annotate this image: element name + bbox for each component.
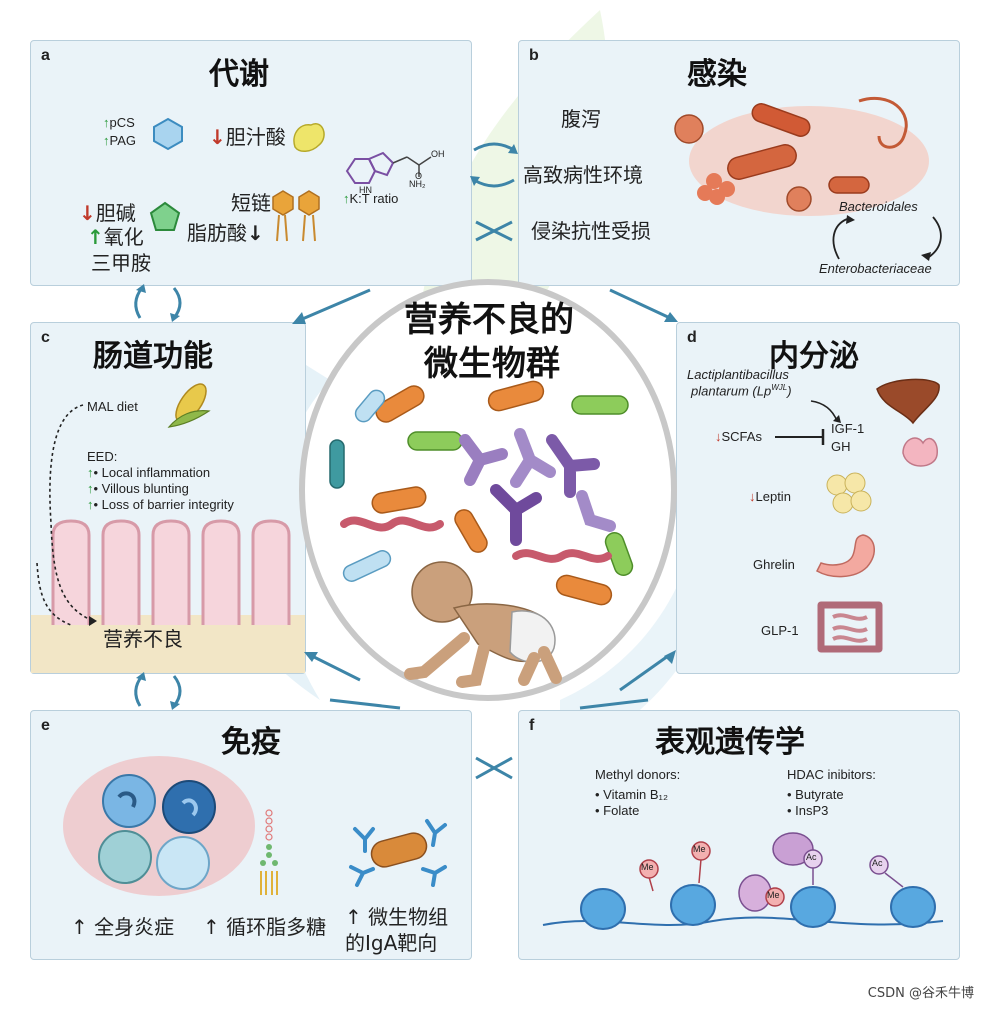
immune-cells-icon bbox=[59, 751, 259, 901]
circulating-lps-label: ↑ 循环脂多糖 bbox=[203, 911, 326, 940]
iga-bacteria-icon bbox=[341, 811, 451, 891]
panel-title: 表观遗传学 bbox=[655, 717, 805, 761]
iga-targeting-line2: 的IgA靶向 bbox=[345, 927, 437, 956]
csdn-watermark: CSDN @谷禾牛博 bbox=[868, 982, 974, 1001]
ac-tag-1: Ac bbox=[806, 852, 817, 862]
panel-letter: f bbox=[529, 717, 534, 735]
nucleosome-illustration bbox=[543, 821, 943, 941]
hdac-item-2: • InsP3 bbox=[787, 803, 828, 818]
me-tag-3: Me bbox=[767, 890, 780, 900]
systemic-inflammation-label: ↑ 全身炎症 bbox=[71, 911, 174, 940]
hdac-label: HDAC inibitors: bbox=[787, 767, 876, 782]
ce-connector-arrows bbox=[130, 672, 190, 710]
ef-connector-arrows bbox=[470, 754, 518, 784]
methyl-item-1: • Vitamin B₁₂ bbox=[595, 787, 668, 802]
panel-letter: e bbox=[41, 717, 50, 735]
methyl-donors-label: Methyl donors: bbox=[595, 767, 680, 782]
iga-targeting-line1: ↑ 微生物组 bbox=[345, 901, 448, 930]
me-tag-2: Me bbox=[693, 844, 706, 854]
panel-immunity: e 免疫 ↑ 全身炎症 ↑ 循环脂多糖 ↑ 微生物组 的IgA靶向 bbox=[30, 710, 472, 960]
hdac-item-1: • Butyrate bbox=[787, 787, 844, 802]
lps-molecule-icon bbox=[257, 807, 281, 899]
ac-tag-2: Ac bbox=[872, 858, 883, 868]
methyl-item-2: • Folate bbox=[595, 803, 639, 818]
panel-epigenetics: f 表观遗传学 Methyl donors: • Vitamin B₁₂ • F… bbox=[518, 710, 960, 960]
me-tag-1: Me bbox=[641, 862, 654, 872]
